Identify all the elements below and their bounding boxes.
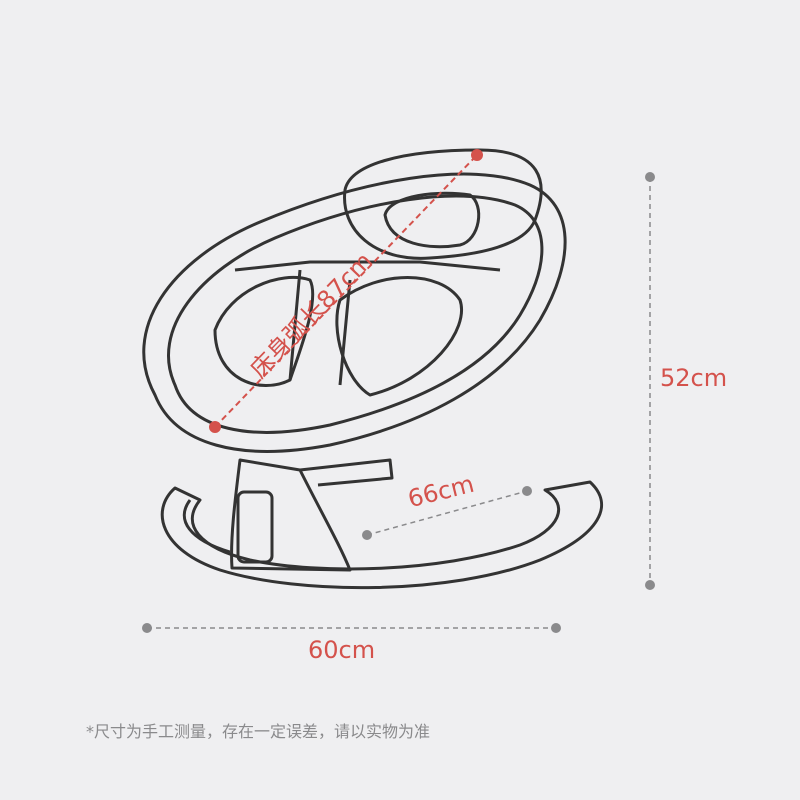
measure-lines	[142, 149, 655, 633]
headrest	[343, 148, 543, 260]
height-dot-bottom	[645, 580, 655, 590]
base-inner-line	[182, 499, 231, 554]
base-dot-right	[522, 486, 532, 496]
arc-dot-top	[471, 149, 483, 161]
seat-inner-frame	[167, 194, 544, 434]
width-dot-left	[142, 623, 152, 633]
measurement-note: *尺寸为手工测量，存在一定误差，请以实物为准	[86, 722, 431, 741]
height-label: 52cm	[660, 364, 728, 392]
height-dot-top	[645, 172, 655, 182]
center-straps	[288, 269, 352, 386]
arc-dot-bottom	[209, 421, 221, 433]
width-label: 60cm	[308, 636, 376, 664]
shoulder-strap	[234, 260, 501, 272]
seat-outer-frame	[142, 172, 567, 453]
stand	[230, 458, 352, 572]
right-cushion	[335, 276, 463, 397]
base-bar	[299, 458, 394, 487]
arc-length-line	[214, 154, 478, 428]
control-panel	[236, 490, 274, 564]
base-ring	[160, 480, 603, 590]
left-cushion	[213, 275, 315, 388]
head-pillow	[383, 191, 481, 249]
width-dot-right	[551, 623, 561, 633]
base-dot-left	[362, 530, 372, 540]
swing-outline	[142, 148, 603, 590]
base-length-line	[366, 490, 528, 536]
